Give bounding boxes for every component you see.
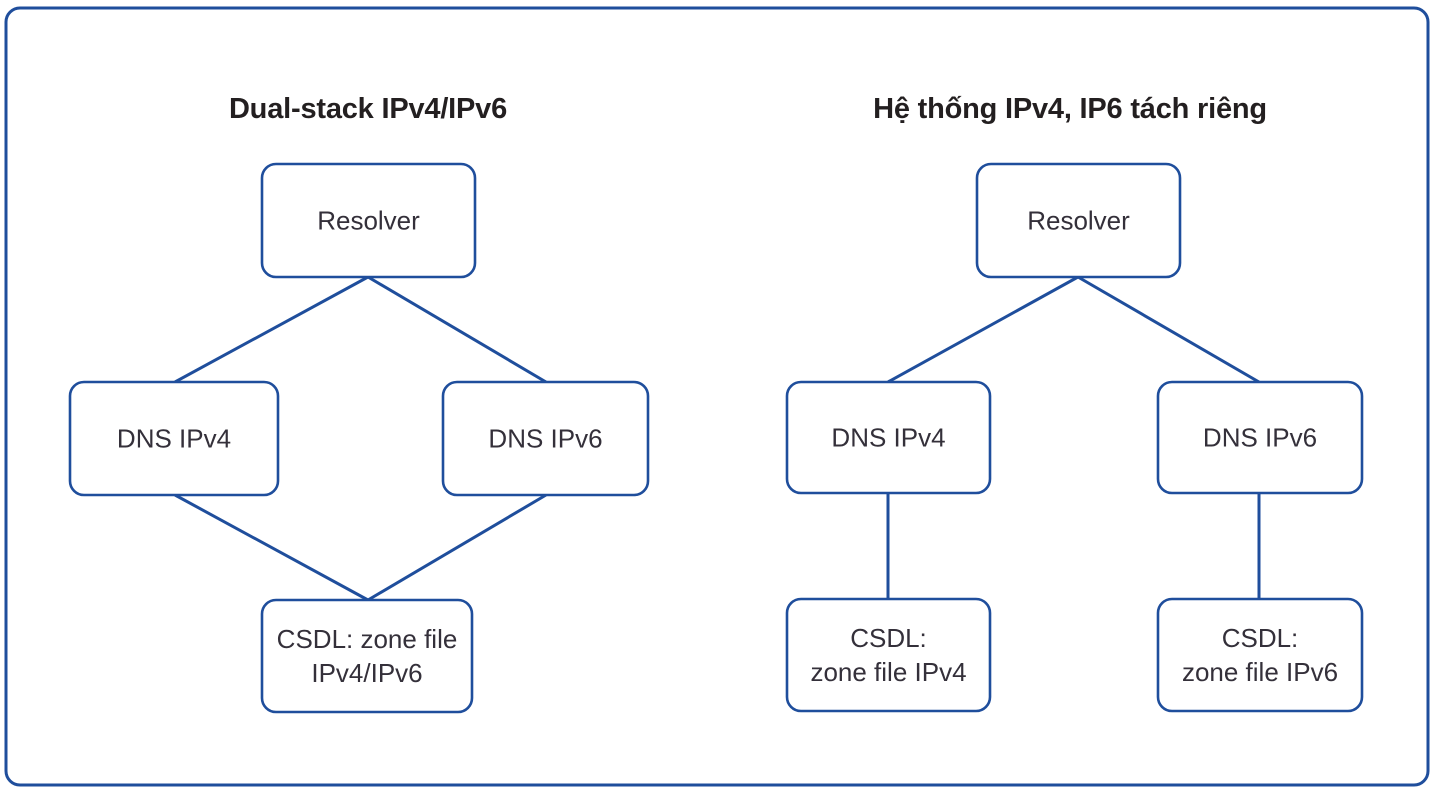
edge-resolver-to-dns-ipv4 (887, 275, 1079, 384)
panel-titles: Dual-stack IPv4/IPv6 Hệ thống IPv4, IP6 t… (229, 93, 1267, 125)
edge-resolver-to-dns-ipv4 (174, 275, 369, 384)
panel-title-dual-stack: Dual-stack IPv4/IPv6 (229, 93, 507, 125)
node-label-csdl-zone-file: IPv4/IPv6 (311, 658, 422, 688)
node-label-dns-ipv6: DNS IPv6 (1203, 423, 1317, 453)
node-label-dns-ipv6: DNS IPv6 (488, 424, 602, 454)
edge-dns-ipv4-to-csdl (174, 493, 369, 602)
edge-resolver-to-dns-ipv6 (367, 275, 547, 384)
node-resolver[interactable]: Resolver (975, 162, 1182, 279)
node-label-csdl-zone-file: CSDL: zone file (277, 624, 458, 654)
node-csdl-zone-file-ipv6[interactable]: CSDL: zone file IPv6 (1156, 597, 1364, 713)
node-label-csdl-zone-file-ipv6: zone file IPv6 (1182, 657, 1338, 687)
node-dns-ipv6[interactable]: DNS IPv6 (1156, 380, 1364, 495)
node-label-dns-ipv4: DNS IPv4 (117, 424, 231, 454)
node-box-dns-ipv4[interactable] (785, 380, 992, 495)
connector-lines (174, 275, 1261, 602)
node-dns-ipv6[interactable]: DNS IPv6 (441, 380, 650, 497)
node-label-csdl-zone-file-ipv6: CSDL: (1222, 623, 1299, 653)
node-label-dns-ipv4: DNS IPv4 (831, 423, 945, 453)
panel-title-separate-systems: Hệ thống IPv4, IP6 tách riêng (873, 93, 1267, 125)
node-dns-ipv4[interactable]: DNS IPv4 (785, 380, 992, 495)
node-box-csdl-zone-file-ipv4[interactable] (785, 597, 992, 713)
node-label-csdl-zone-file-ipv4: zone file IPv4 (810, 657, 966, 687)
node-box-dns-ipv6[interactable] (1156, 380, 1364, 495)
node-resolver[interactable]: Resolver (260, 162, 477, 279)
node-box-dns-ipv4[interactable] (68, 380, 280, 497)
node-box-csdl-zone-file-ipv6[interactable] (1156, 597, 1364, 713)
edge-resolver-to-dns-ipv6 (1077, 275, 1260, 384)
node-box-csdl-zone-file[interactable] (260, 598, 474, 714)
edge-dns-ipv6-to-csdl (367, 493, 547, 602)
node-label-resolver: Resolver (1027, 206, 1130, 236)
node-csdl-zone-file-ipv4[interactable]: CSDL: zone file IPv4 (785, 597, 992, 713)
node-box-dns-ipv6[interactable] (441, 380, 650, 497)
node-box-resolver[interactable] (975, 162, 1182, 279)
node-dns-ipv4[interactable]: DNS IPv4 (68, 380, 280, 497)
node-label-resolver: Resolver (317, 206, 420, 236)
node-label-csdl-zone-file-ipv4: CSDL: (850, 623, 927, 653)
node-box-resolver[interactable] (260, 162, 477, 279)
